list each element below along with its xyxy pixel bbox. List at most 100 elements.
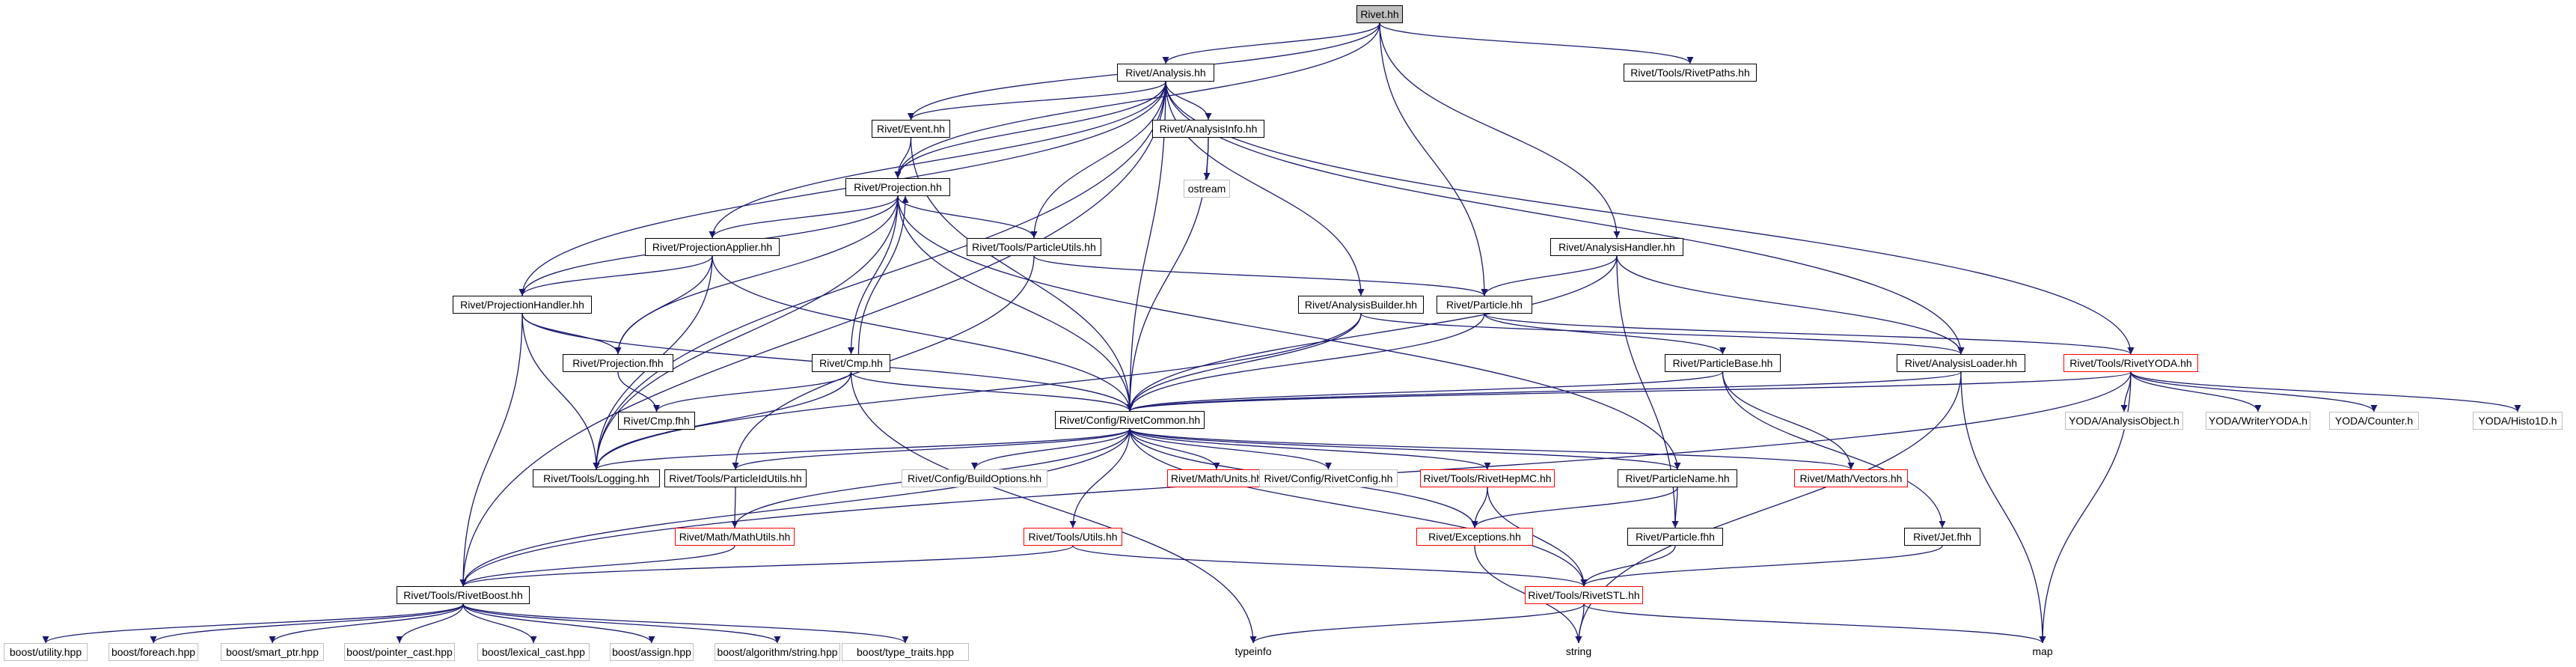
node-analysis-hh[interactable]: Rivet/Analysis.hh xyxy=(1117,64,1214,82)
edge-particlename-to-exceptions xyxy=(1471,487,1678,529)
node-projhandler[interactable]: Rivet/ProjectionHandler.hh xyxy=(453,296,592,314)
edge-projection-hh-to-logging xyxy=(593,195,899,470)
node-b-lexical: boost/lexical_cast.hpp xyxy=(477,643,590,661)
node-projection-fhh[interactable]: Rivet/Projection.fhh xyxy=(563,354,673,372)
node-b-foreach: boost/foreach.hpp xyxy=(108,643,198,661)
node-b-typetraits: boost/type_traits.hpp xyxy=(842,643,969,661)
node-ostream: ostream xyxy=(1184,180,1230,198)
edge-cmp-hh-to-typeinfo xyxy=(850,371,1257,644)
edge-projhandler-to-logging xyxy=(521,313,600,470)
edge-rivet-hh-to-particle-hh xyxy=(1379,22,1488,296)
node-rivet-hh[interactable]: Rivet.hh xyxy=(1356,5,1403,23)
node-b-assign: boost/assign.hpp xyxy=(610,643,694,661)
edge-rivetcommon-to-rivetstl xyxy=(1129,428,1588,587)
node-analysisinfo[interactable]: Rivet/AnalysisInfo.hh xyxy=(1152,120,1264,138)
node-vectors[interactable]: Rivet/Math/Vectors.hh xyxy=(1794,469,1908,487)
node-rivetboost[interactable]: Rivet/Tools/RivetBoost.hh xyxy=(397,586,530,604)
node-particlebase[interactable]: Rivet/ParticleBase.hh xyxy=(1665,354,1781,372)
edge-rivetstl-to-map xyxy=(1583,603,2046,644)
edge-rivetboost-to-b-foreach xyxy=(150,603,464,644)
edge-particlebase-to-jet-fhh xyxy=(1722,371,1946,529)
node-particle-fhh[interactable]: Rivet/Particle.fhh xyxy=(1627,528,1723,546)
edge-analysishandler-to-rivetcommon xyxy=(1126,255,1618,412)
edge-utils-to-rivetboost xyxy=(459,545,1074,587)
node-jet-fhh[interactable]: Rivet/Jet.fhh xyxy=(1904,528,1980,546)
node-cmp-fhh[interactable]: Rivet/Cmp.fhh xyxy=(618,412,695,430)
edge-rivetstl-to-typeinfo xyxy=(1249,603,1585,644)
node-particleidutils[interactable]: Rivet/Tools/ParticleIdUtils.hh xyxy=(664,469,807,487)
node-units[interactable]: Rivet/Math/Units.hh xyxy=(1167,469,1266,487)
node-yoda-counter: YODA/Counter.h xyxy=(2329,412,2419,430)
edge-rivethepmc-to-rivetstl xyxy=(1487,487,1588,587)
edge-rivetcommon-to-particleidutils xyxy=(732,428,1131,470)
node-projapplier[interactable]: Rivet/ProjectionApplier.hh xyxy=(645,238,780,256)
edge-projection-hh-to-particleutils xyxy=(897,195,1038,239)
edge-analysis-hh-to-projhandler xyxy=(518,81,1166,296)
edge-rivetyoda-to-yoda-histo xyxy=(2130,371,2521,412)
edge-rivet-hh-to-analysishandler xyxy=(1379,22,1621,239)
edge-particlebase-to-vectors xyxy=(1722,371,1855,470)
edge-rivetboost-to-b-pointercast xyxy=(396,603,464,644)
edge-analysisloader-to-map xyxy=(1960,371,2046,644)
edge-projhandler-to-projection-fhh xyxy=(521,313,622,355)
node-analysisloader[interactable]: Rivet/AnalysisLoader.hh xyxy=(1897,354,2025,372)
edge-analysisbuilder-to-logging xyxy=(593,313,1362,470)
node-analysisbuilder[interactable]: Rivet/AnalysisBuilder.hh xyxy=(1298,296,1424,314)
edge-rivetcommon-to-rivetboost xyxy=(459,428,1131,587)
edge-rivetcommon-to-logging xyxy=(593,428,1131,470)
node-rivetyoda[interactable]: Rivet/Tools/RivetYODA.hh xyxy=(2063,354,2198,372)
edge-rivetcommon-to-vectors xyxy=(1129,428,1855,470)
edge-cmp-hh-to-projection-hh xyxy=(857,195,909,355)
edge-projection-hh-to-projection-fhh xyxy=(614,195,899,355)
node-cmp-hh[interactable]: Rivet/Cmp.hh xyxy=(812,354,890,372)
node-string: string xyxy=(1565,645,1592,657)
node-rivetstl[interactable]: Rivet/Tools/RivetSTL.hh xyxy=(1525,586,1643,604)
node-b-utility: boost/utility.hpp xyxy=(4,643,88,661)
node-rivetcommon[interactable]: Rivet/Config/RivetCommon.hh xyxy=(1055,411,1205,429)
edge-cmp-hh-to-rivetcommon xyxy=(850,371,1133,412)
edge-analysis-hh-to-particleutils xyxy=(1030,81,1166,239)
edge-projection-hh-to-rivetcommon xyxy=(897,195,1133,412)
edge-analysisloader-to-rivetcommon xyxy=(1126,371,1962,412)
edge-projapplier-to-rivetcommon xyxy=(712,255,1133,412)
node-event-hh[interactable]: Rivet/Event.hh xyxy=(872,120,950,138)
edge-projapplier-to-projection-fhh xyxy=(614,255,713,355)
edge-jet-fhh-to-rivetstl xyxy=(1580,545,1943,587)
edge-projection-hh-to-particlename xyxy=(897,195,1681,470)
node-particlename[interactable]: Rivet/ParticleName.hh xyxy=(1618,469,1737,487)
edge-rivetboost-to-b-assign xyxy=(462,603,655,644)
node-buildoptions: Rivet/Config/BuildOptions.hh xyxy=(902,469,1047,487)
node-logging[interactable]: Rivet/Tools/Logging.hh xyxy=(533,469,660,487)
node-exceptions[interactable]: Rivet/Exceptions.hh xyxy=(1416,528,1533,546)
node-particle-hh[interactable]: Rivet/Particle.hh xyxy=(1437,296,1532,314)
node-projection-hh[interactable]: Rivet/Projection.hh xyxy=(845,178,950,196)
edge-analysisbuilder-to-rivetcommon xyxy=(1126,313,1362,412)
edge-rivetboost-to-b-smartptr xyxy=(269,603,464,644)
edge-rivetboost-to-b-lexical xyxy=(462,603,537,644)
edge-projapplier-to-projhandler xyxy=(518,255,713,296)
edge-projhandler-to-rivetboost xyxy=(459,313,523,587)
edge-rivetcommon-to-rivethepmc xyxy=(1129,428,1491,470)
node-particleutils[interactable]: Rivet/Tools/ParticleUtils.hh xyxy=(967,238,1101,256)
edge-cmp-hh-to-logging xyxy=(593,371,852,470)
edge-analysis-hh-to-event-hh xyxy=(908,81,1166,121)
node-mathutils[interactable]: Rivet/Math/MathUtils.hh xyxy=(675,528,795,546)
edge-rivetboost-to-b-typetraits xyxy=(462,603,909,644)
edge-analysisbuilder-to-analysisloader xyxy=(1360,313,1965,355)
edge-particleutils-to-particle-hh xyxy=(1033,255,1488,296)
node-rivethepmc[interactable]: Rivet/Tools/RivetHepMC.hh xyxy=(1420,469,1555,487)
node-b-smartptr: boost/smart_ptr.hpp xyxy=(221,643,324,661)
node-rivetpaths[interactable]: Rivet/Tools/RivetPaths.hh xyxy=(1624,64,1757,82)
edge-utils-to-rivetstl xyxy=(1072,545,1588,587)
node-yoda-writer: YODA/WriterYODA.h xyxy=(2206,412,2310,430)
node-utils[interactable]: Rivet/Tools/Utils.hh xyxy=(1024,528,1122,546)
edge-rivetcommon-to-utils xyxy=(1069,428,1131,529)
node-analysishandler[interactable]: Rivet/AnalysisHandler.hh xyxy=(1550,238,1683,256)
edge-rivetcommon-to-units xyxy=(1129,428,1220,470)
edge-rivet-hh-to-projection-hh xyxy=(894,22,1380,179)
node-typeinfo: typeinfo xyxy=(1235,645,1272,657)
edge-rivetcommon-to-rivetconfig xyxy=(1129,428,1332,470)
edge-cmp-hh-to-cmp-fhh xyxy=(653,371,852,412)
